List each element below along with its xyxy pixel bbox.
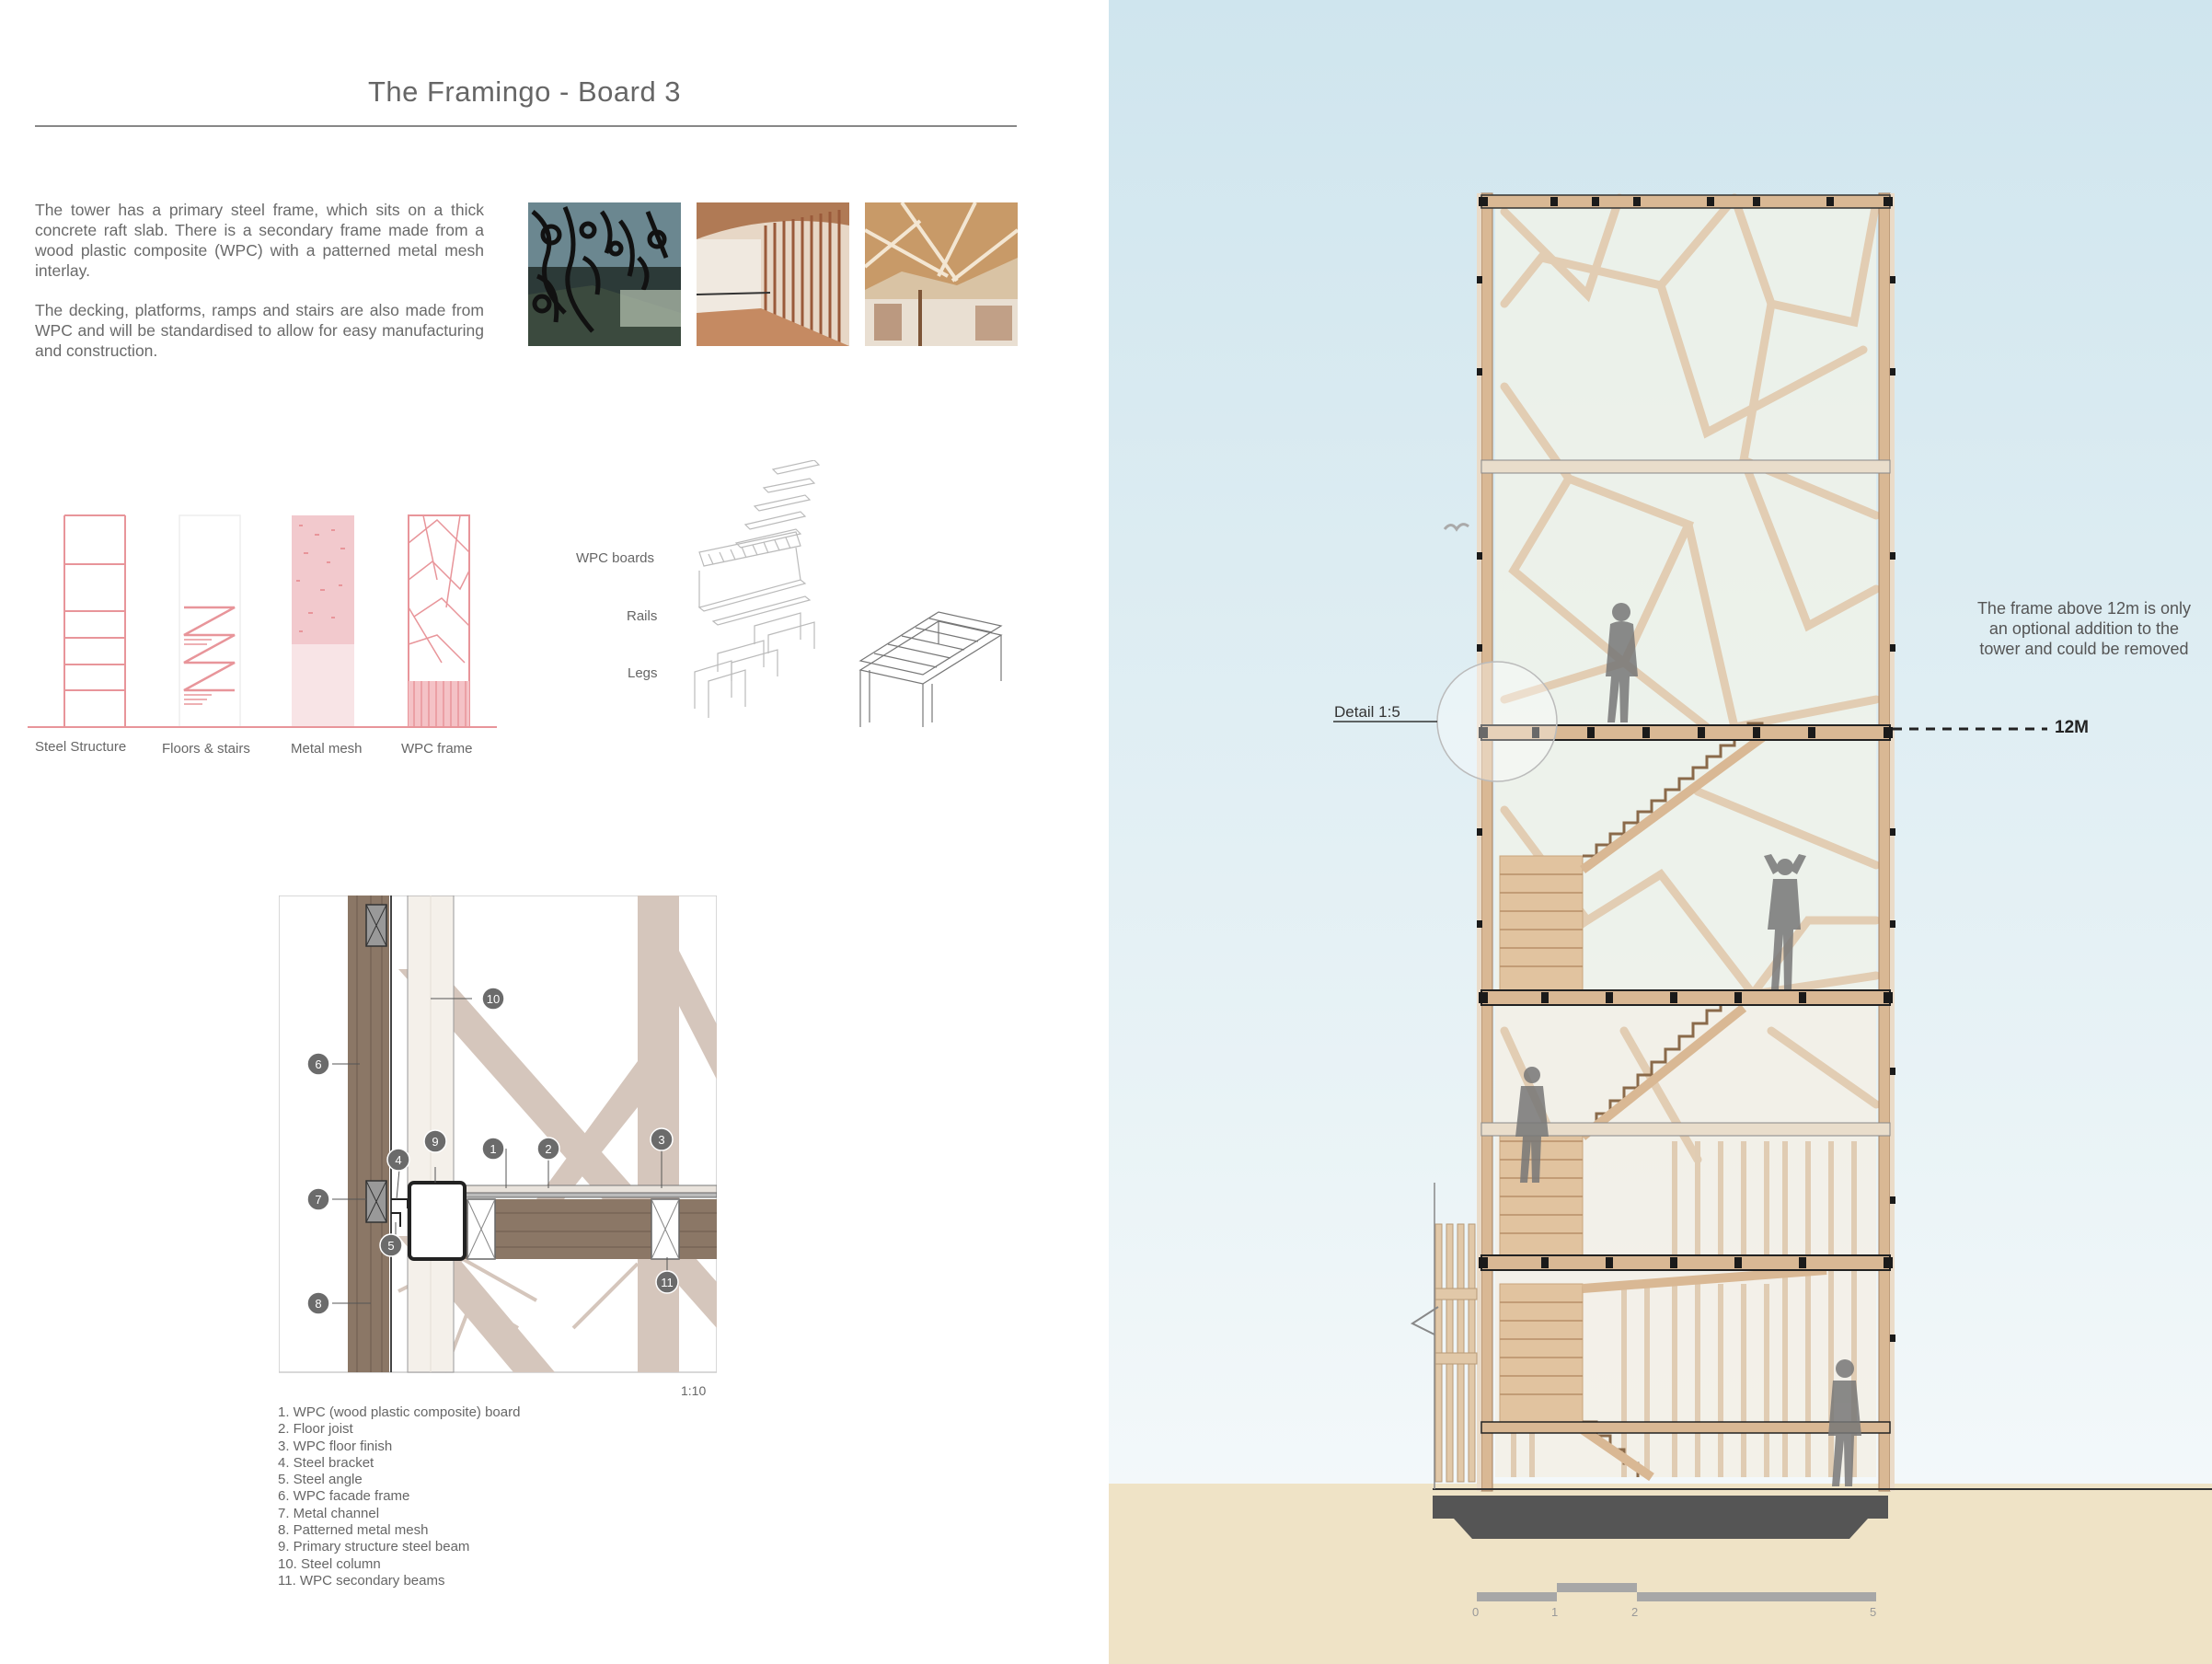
legend-item: 2. Floor joist [278, 1421, 353, 1438]
callout-1 [481, 1137, 505, 1161]
layer-label-floors: Floors & stairs [162, 741, 250, 757]
tower-elevation-panel [1109, 0, 2212, 1664]
steel-columns [1477, 192, 1895, 1492]
callout-11-label: 11 [661, 1276, 674, 1289]
wpc-facade-frame [348, 896, 389, 1372]
wpc-boards-layer [698, 460, 821, 567]
stair-landings [1499, 855, 1584, 1423]
callout-6 [306, 1052, 330, 1076]
intro-paragraph-1: The tower has a primary steel frame, whi… [35, 201, 484, 280]
callout-4 [386, 1148, 410, 1172]
scale-bar-tick-0: 0 [1472, 1605, 1480, 1619]
floors-stairs-layer [179, 514, 241, 728]
detail-scale-label: 1:10 [681, 1383, 707, 1398]
legend-item: 6. WPC facade frame [278, 1488, 410, 1505]
legend-item: 11. WPC secondary beams [278, 1572, 445, 1589]
wpc-secondary-beams [467, 1198, 680, 1260]
legend-item: 8. Patterned metal mesh [278, 1522, 429, 1539]
metal-mesh-layer [292, 515, 354, 727]
scale-bar-tick-1: 1 [1551, 1605, 1559, 1619]
legend-item: 9. Primary structure steel beam [278, 1539, 470, 1555]
timber-canopy-photo [865, 202, 1018, 346]
callout-7 [306, 1187, 330, 1211]
legs-layer [694, 612, 815, 718]
exploded-label-boards: WPC boards [576, 550, 655, 566]
callout-8 [306, 1291, 330, 1315]
layer-label-steel: Steel Structure [35, 739, 127, 755]
callout-1-label: 1 [490, 1142, 496, 1156]
exploded-module-diagram [694, 460, 1003, 727]
intro-paragraph-2: The decking, platforms, ramps and stairs… [35, 301, 484, 360]
exploded-label-rails: Rails [627, 608, 658, 624]
callout-2 [536, 1137, 560, 1161]
rails-layer [697, 547, 812, 626]
side-structure [1434, 1223, 1478, 1483]
metal-channel [365, 904, 387, 1223]
person-figure [1828, 1359, 1861, 1486]
primary-steel-beam [408, 1181, 467, 1261]
patterned-mesh-walkway-photo [528, 202, 681, 346]
callout-5-label: 5 [387, 1239, 394, 1253]
layers-diagram [28, 514, 497, 728]
callout-10 [481, 987, 505, 1011]
steel-structure-layer [63, 514, 126, 727]
person-figure [1515, 1067, 1549, 1183]
callout-7-label: 7 [315, 1193, 321, 1207]
scale-bar [1477, 1583, 1876, 1601]
legend-item: 10. Steel column [278, 1555, 381, 1572]
detail-legend: 1. WPC (wood plastic composite) board 2.… [278, 1404, 520, 1589]
steel-angle [391, 1212, 401, 1227]
callout-5 [379, 1233, 403, 1257]
legend-item: 7. Metal channel [278, 1505, 380, 1521]
legend-item: 5. Steel angle [278, 1472, 363, 1488]
callout-3 [650, 1127, 674, 1151]
optional-frame-annotation: The frame above 12m is only an optional … [1976, 599, 2192, 658]
exploded-label-legs: Legs [628, 665, 658, 681]
layer-label-mesh: Metal mesh [291, 741, 363, 757]
page-title: The Framingo - Board 3 [367, 75, 682, 108]
assembled-module [858, 611, 1003, 727]
construction-detail: 1 2 3 4 5 6 7 8 9 10 11 [279, 896, 717, 1373]
callout-2-label: 2 [545, 1142, 551, 1156]
legend-item: 4. Steel bracket [278, 1454, 374, 1471]
callout-11 [655, 1270, 679, 1294]
callout-9 [423, 1129, 447, 1153]
wpc-frame-layer [408, 514, 470, 728]
timber-slat-corridor-photo [697, 202, 849, 346]
callout-4-label: 4 [395, 1153, 401, 1167]
human-figures [1515, 603, 1861, 1486]
bird-silhouette [1443, 523, 1469, 532]
wpc-floor-finish [462, 1184, 717, 1194]
concrete-raft-slab [1433, 1496, 1888, 1539]
title-divider [35, 125, 1017, 127]
layer-label-wpc: WPC frame [401, 741, 473, 757]
legend-item: 3. WPC floor finish [278, 1438, 393, 1454]
scale-bar-tick-5: 5 [1870, 1605, 1877, 1619]
person-figure [1606, 603, 1638, 722]
steel-nodes [1477, 197, 1895, 1342]
callout-3-label: 3 [658, 1133, 664, 1147]
scale-bar-tick-2: 2 [1631, 1605, 1639, 1619]
callout-6-label: 6 [315, 1057, 321, 1071]
callout-10-label: 10 [487, 992, 500, 1006]
detail-callout-circle [1436, 661, 1558, 782]
legend-item: 1. WPC (wood plastic composite) board [278, 1404, 521, 1420]
person-figure [1764, 854, 1806, 989]
detail-callout-label: Detail 1:5 [1334, 703, 1400, 721]
callout-9-label: 9 [432, 1135, 438, 1149]
stringers [1575, 732, 1827, 1482]
floor-beams [1480, 194, 1891, 1434]
callout-8-label: 8 [315, 1297, 321, 1311]
level-12m-label: 12M [2055, 718, 2089, 737]
tower-elevation [1109, 0, 2212, 1664]
